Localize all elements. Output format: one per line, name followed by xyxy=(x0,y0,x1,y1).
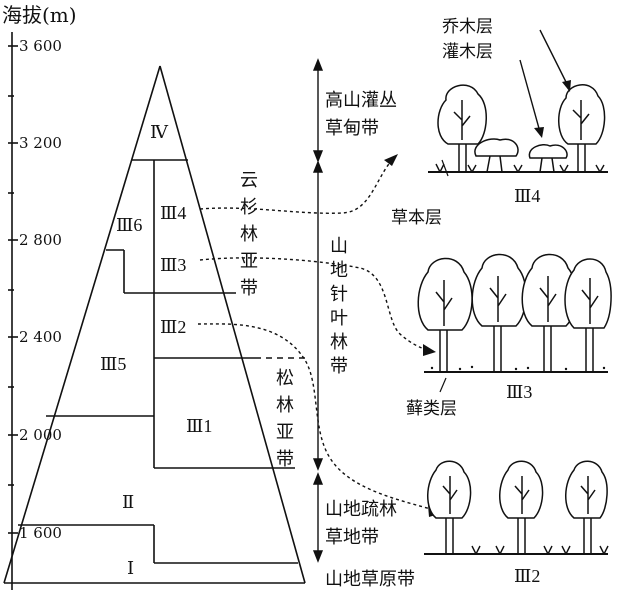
panel-III4-scene xyxy=(428,29,608,173)
tree-icon xyxy=(565,460,608,554)
tree-icon xyxy=(437,84,487,172)
tick-label-1600: 1 600 xyxy=(19,524,62,542)
svg-text:针: 针 xyxy=(330,284,348,305)
elevation-axis xyxy=(8,32,18,590)
panel-III3-scene xyxy=(417,253,612,373)
zone-I: Ⅰ xyxy=(127,558,134,578)
panel-III2-scene xyxy=(424,460,609,555)
grass-icon xyxy=(471,545,609,555)
svg-text:松: 松 xyxy=(276,368,294,389)
zone-III2: Ⅲ2 xyxy=(160,317,186,337)
sparse-forest-label-1: 山地疏林 xyxy=(325,499,397,520)
svg-text:山: 山 xyxy=(330,236,348,257)
panel-III4-label: Ⅲ4 xyxy=(514,186,540,206)
steppe-label: 山地草原带 xyxy=(325,569,415,590)
svg-text:带: 带 xyxy=(330,356,348,377)
svg-text:林: 林 xyxy=(330,332,348,353)
zone-II: Ⅱ xyxy=(122,492,134,512)
zone-IV: Ⅳ xyxy=(150,122,169,142)
grass-icon xyxy=(435,163,605,173)
connector-lines xyxy=(197,159,435,511)
belt-brackets xyxy=(312,58,324,563)
spruce-subbelt-label: 云 杉 林 亚 带 xyxy=(240,170,258,299)
moss-layer-label: 藓类层 xyxy=(406,399,457,419)
pine-subbelt-label: 松 林 亚 带 xyxy=(276,368,294,470)
herb-layer-label: 草本层 xyxy=(391,208,442,228)
zone-III5: Ⅲ5 xyxy=(100,354,126,374)
tree-icon xyxy=(558,84,606,172)
svg-text:叶: 叶 xyxy=(330,308,348,329)
alpine-shrub-label-1: 高山灌丛 xyxy=(325,90,397,111)
sparse-forest-label-2: 草地带 xyxy=(325,527,379,548)
svg-text:亚: 亚 xyxy=(276,422,294,443)
tick-label-2400: 2 400 xyxy=(19,328,62,346)
mountain-profile xyxy=(3,65,306,584)
zone-III1: Ⅲ1 xyxy=(186,416,212,436)
tree-icon xyxy=(564,258,612,372)
moss-pointer xyxy=(439,377,447,393)
tick-label-2800: 2 800 xyxy=(19,231,62,249)
layer-arrows xyxy=(519,29,569,133)
tree-layer-label: 乔木层 xyxy=(442,17,493,37)
svg-text:亚: 亚 xyxy=(240,251,258,272)
tick-label-2000: 2 000 xyxy=(19,426,62,444)
tree-icon xyxy=(521,253,577,372)
zone-III6: Ⅲ6 xyxy=(116,215,142,235)
tree-icon xyxy=(471,253,527,372)
tree-icon xyxy=(427,460,472,554)
svg-text:带: 带 xyxy=(240,278,258,299)
svg-text:地: 地 xyxy=(330,260,348,281)
zone-III4: Ⅲ4 xyxy=(160,203,186,223)
tree-icon xyxy=(499,460,544,554)
panel-III2-label: Ⅲ2 xyxy=(514,566,540,586)
zone-III3: Ⅲ3 xyxy=(160,255,186,275)
svg-text:林: 林 xyxy=(276,395,294,416)
svg-text:带: 带 xyxy=(276,449,294,470)
panel-III3-label: Ⅲ3 xyxy=(506,382,532,402)
tree-icon xyxy=(417,257,473,372)
shrub-icon xyxy=(474,138,568,173)
svg-text:杉: 杉 xyxy=(240,197,258,218)
svg-text:林: 林 xyxy=(240,224,258,245)
tick-label-3600: 3 600 xyxy=(19,37,62,55)
moss-dots xyxy=(430,365,606,371)
herb-pointer xyxy=(441,159,449,177)
tick-label-3200: 3 200 xyxy=(19,134,62,152)
alpine-shrub-label-2: 草甸带 xyxy=(325,118,379,139)
shrub-layer-label: 灌木层 xyxy=(442,42,493,62)
axis-title: 海拔(m) xyxy=(2,3,77,27)
mountain-conifer-label: 山 地 针 叶 林 带 xyxy=(330,236,348,377)
svg-text:云: 云 xyxy=(240,170,258,191)
